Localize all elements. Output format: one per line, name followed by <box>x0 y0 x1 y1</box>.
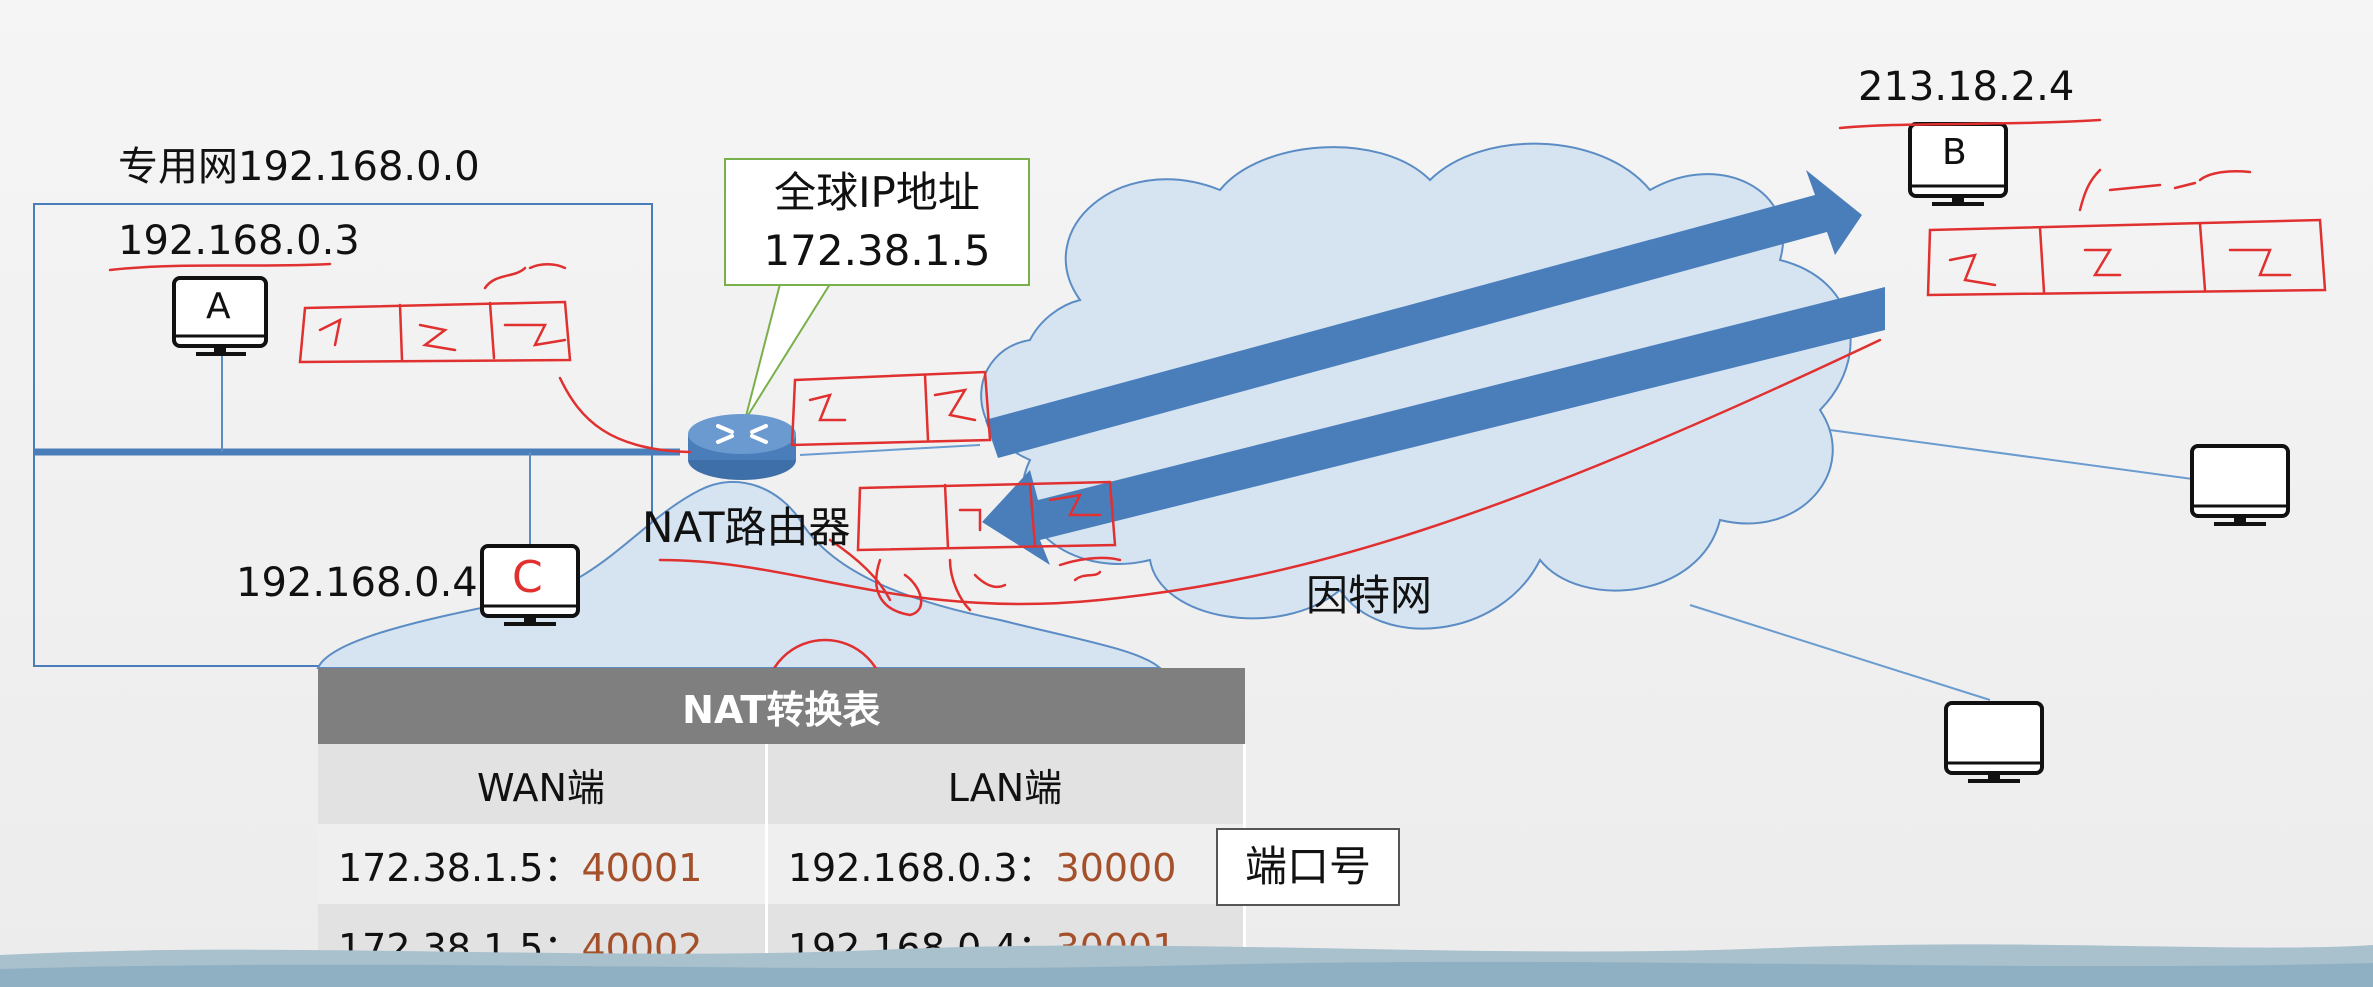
host-a-ip-label: 192.168.0.3 <box>118 218 360 264</box>
arrow-inbound <box>982 287 1885 565</box>
router-icon <box>688 414 796 480</box>
wan-port: 40001 <box>581 845 703 890</box>
lan-ip: 192.168.0.3： <box>787 845 1056 890</box>
header-lan: LAN端 <box>766 744 1247 824</box>
link-router-wan <box>799 444 981 456</box>
wan-cell: 172.38.1.5：40001 <box>318 824 768 904</box>
lan-port: 30000 <box>1055 845 1177 890</box>
header-wan: WAN端 <box>318 744 768 824</box>
callout-title: 全球IP地址 <box>774 168 980 217</box>
computer-bottom-icon <box>1944 701 2044 783</box>
private-network-label: 专用网192.168.0.0 <box>118 144 480 190</box>
host-b-ip-label: 213.18.2.4 <box>1858 64 2075 110</box>
nat-table-title: NAT转换表 <box>318 668 1245 744</box>
computer-a-icon <box>172 276 268 356</box>
computer-right-icon <box>2190 444 2290 526</box>
link-host-right <box>1829 429 2201 481</box>
host-b-name: B <box>1942 132 1967 173</box>
host-a-name: A <box>206 286 231 327</box>
link-host-bottom <box>1689 604 1991 701</box>
port-number-label: 端口号 <box>1216 828 1400 906</box>
internet-label: 因特网 <box>1306 571 1433 620</box>
host-c-ip-label: 192.168.0.4 <box>236 560 478 606</box>
computer-c-icon <box>480 544 580 626</box>
table-row: 172.38.1.5：40001 192.168.0.3：30000 <box>318 824 1247 904</box>
wan-ip: 172.38.1.5： <box>338 845 582 890</box>
computer-b-icon <box>1908 122 2008 206</box>
host-c-name: C <box>512 552 543 603</box>
callout-ip: 172.38.1.5 <box>763 226 991 275</box>
callout-pointer <box>744 283 832 421</box>
arrow-outbound <box>985 170 1862 458</box>
router-label: NAT路由器 <box>642 503 851 552</box>
bottom-wave-decoration <box>0 944 2373 987</box>
lan-cell: 192.168.0.3：30000 <box>766 824 1247 904</box>
global-ip-callout: 全球IP地址 172.38.1.5 <box>724 158 1030 286</box>
